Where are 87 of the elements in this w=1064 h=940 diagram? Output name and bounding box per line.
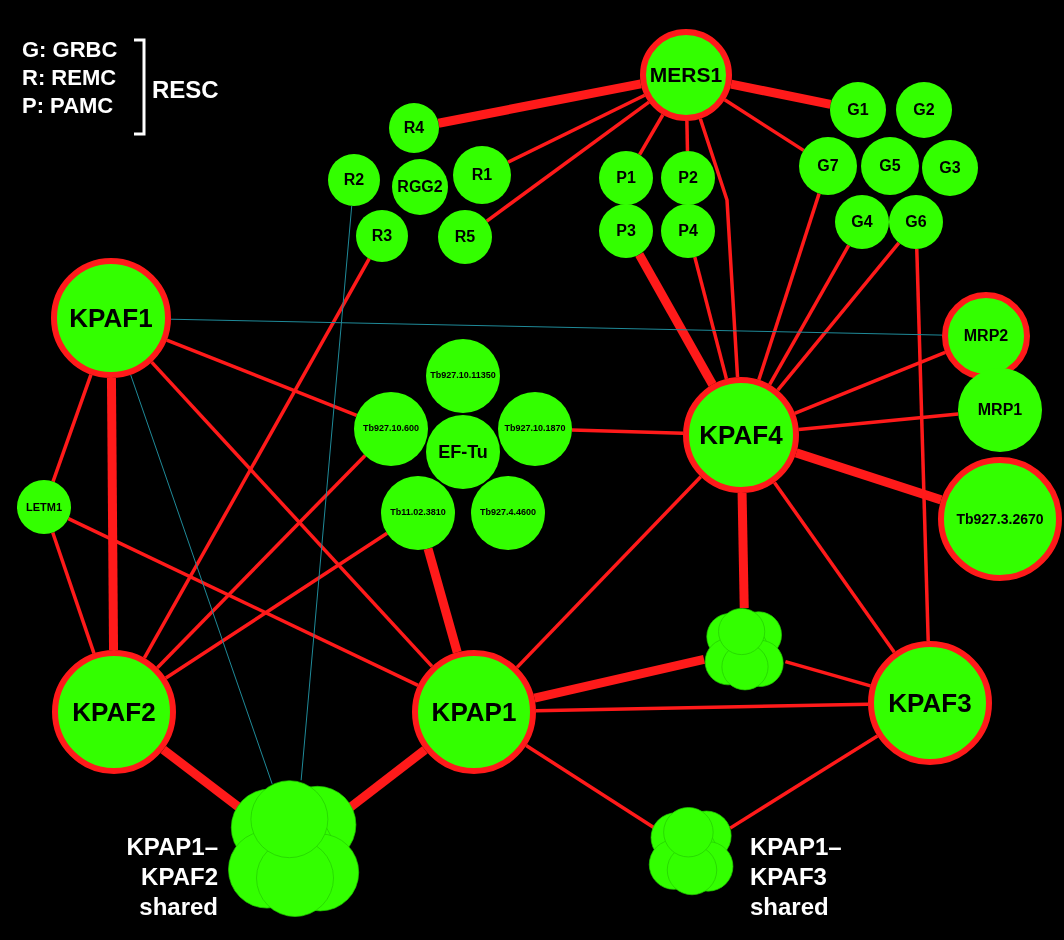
node-label: G2: [913, 100, 935, 120]
protein-node: [861, 137, 919, 195]
node-label: Tb11.02.3810: [390, 506, 446, 520]
protein-node: [889, 195, 943, 249]
network-edge: [723, 98, 805, 152]
node-label: G4: [851, 212, 873, 232]
node-label: Tb927.4.4600: [479, 506, 536, 520]
node-label: G1: [847, 100, 869, 120]
node-label: P1: [616, 168, 636, 188]
node-label: RGG2: [397, 177, 443, 197]
protein-node: [835, 195, 889, 249]
node-label: P3: [616, 221, 636, 241]
network-edge: [164, 531, 388, 680]
network-edge: [685, 120, 690, 152]
node-label: Tb927.10.600: [362, 422, 419, 436]
protein-node: [426, 415, 500, 489]
network-edge: [571, 428, 684, 436]
network-edge: [693, 256, 729, 380]
protein-node: [453, 146, 511, 204]
protein-node: [922, 140, 978, 196]
network-edge: [915, 248, 930, 642]
protein-node: [328, 154, 380, 206]
cluster-caption: KPAP1– KPAF3 shared: [750, 832, 843, 922]
node-label: R2: [343, 170, 365, 190]
network-edge: [156, 454, 367, 669]
protein-node: [661, 151, 715, 205]
network-edge: [535, 702, 869, 713]
protein-node: [830, 82, 886, 138]
node-label: R5: [454, 227, 476, 247]
network-edge: [150, 360, 434, 668]
node-label: MERS1: [649, 62, 723, 89]
legend-entry: P: PAMC: [22, 92, 115, 120]
node-label: Tb927.3.2670: [956, 509, 1044, 529]
network-edge: [798, 412, 959, 432]
network-edge: [106, 377, 119, 651]
node-label: Tb927.10.11350: [430, 369, 496, 383]
protein-node: [17, 480, 71, 534]
node-label: LETM1: [25, 499, 63, 515]
network-edge: [773, 481, 896, 654]
node-label: KPAF4: [699, 418, 783, 452]
node-cluster: [703, 608, 787, 692]
network-edge: [170, 318, 943, 336]
protein-node: [661, 204, 715, 258]
node-label: MRP2: [963, 326, 1009, 346]
node-label: EF-Tu: [438, 440, 488, 464]
network-edge: [515, 475, 702, 669]
protein-node: [438, 210, 492, 264]
node-label: G5: [879, 156, 901, 176]
network-edge: [729, 734, 879, 830]
protein-node: [354, 392, 428, 466]
cluster-caption: KPAP1– KPAF2 shared: [125, 832, 218, 922]
network-edge: [635, 252, 717, 387]
network-edge: [300, 205, 353, 781]
legend-entry: G: GRBC: [22, 36, 118, 64]
network-edge: [485, 100, 650, 223]
network-edge: [737, 492, 749, 609]
node-label: MRP1: [977, 400, 1023, 420]
protein-node: [356, 210, 408, 262]
protein-node: [896, 82, 952, 138]
node-cluster: [647, 807, 737, 897]
node-label: R4: [403, 118, 425, 138]
network-edge: [768, 244, 851, 386]
network-edge: [347, 746, 428, 811]
node-label: Tb927.10.1870: [504, 422, 566, 436]
node-label: P4: [678, 221, 698, 241]
network-edge: [437, 79, 642, 128]
group-label: RESC: [152, 75, 219, 105]
node-label: R3: [371, 226, 393, 246]
protein-node: [389, 103, 439, 153]
protein-node: [640, 29, 732, 121]
node-label: G7: [817, 156, 839, 176]
protein-node: [599, 204, 653, 258]
node-label: R1: [471, 165, 493, 185]
node-label: P2: [678, 168, 698, 188]
network-edge: [776, 241, 901, 392]
node-label: KPAP1: [431, 695, 517, 729]
node-label: KPAF3: [888, 686, 972, 720]
node-label: KPAF2: [72, 695, 156, 729]
protein-node: [599, 151, 653, 205]
node-label: G3: [939, 158, 961, 178]
node-label: KPAF1: [69, 301, 153, 335]
protein-node: [799, 137, 857, 195]
network-edge: [142, 257, 371, 659]
network-edge: [525, 744, 656, 830]
node-label: G6: [905, 212, 927, 232]
protein-node: [392, 159, 448, 215]
legend-entry: R: REMC: [22, 64, 118, 92]
